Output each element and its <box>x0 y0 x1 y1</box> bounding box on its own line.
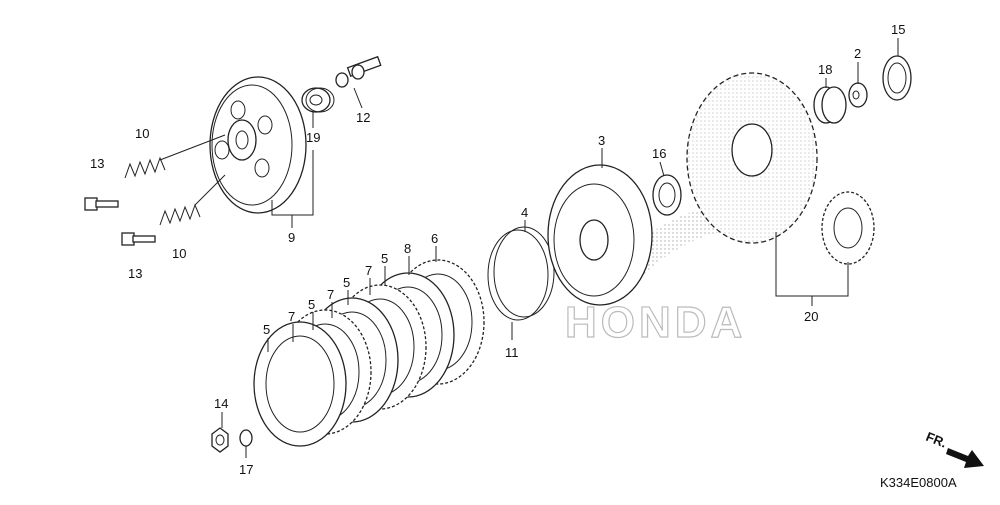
callout-17: 17 <box>239 462 253 477</box>
clutch-spring-upper <box>124 134 226 179</box>
callout-2: 2 <box>854 46 861 61</box>
callout-3: 3 <box>598 133 605 148</box>
front-label: FR. <box>924 429 949 451</box>
callout-14: 14 <box>214 396 228 411</box>
lifter-rod <box>335 55 382 88</box>
clutch-center <box>547 164 653 306</box>
callout-13-lower: 13 <box>128 266 142 281</box>
callout-5-a: 5 <box>381 251 388 266</box>
callout-18: 18 <box>818 62 832 77</box>
callout-12: 12 <box>356 110 370 125</box>
wire-ring <box>487 226 555 321</box>
clutch-plate-stack <box>253 259 485 447</box>
callout-8: 8 <box>404 241 411 256</box>
callout-10-lower: 10 <box>172 246 186 261</box>
callout-7-c: 7 <box>288 309 295 324</box>
bolt-lower <box>121 232 156 246</box>
bearing <box>301 87 335 113</box>
primary-driven-gear <box>821 191 875 265</box>
clutch-outer <box>686 72 818 244</box>
callout-11: 11 <box>505 345 519 360</box>
lock-washer <box>239 429 253 447</box>
leader-lines <box>221 38 899 458</box>
pressure-plate <box>209 76 307 214</box>
callout-15: 15 <box>891 22 905 37</box>
callout-16: 16 <box>652 146 666 161</box>
honda-watermark: HONDA <box>565 298 746 347</box>
figure-code: K334E0800A <box>880 475 957 490</box>
lock-nut <box>211 427 229 453</box>
needle-bearing <box>813 86 847 124</box>
arrow-icon <box>946 448 984 468</box>
callout-4: 4 <box>521 205 528 220</box>
collar <box>848 82 868 108</box>
callout-5-b: 5 <box>343 275 350 290</box>
callout-6: 6 <box>431 231 438 246</box>
callout-7-b: 7 <box>327 287 334 302</box>
callout-5-d: 5 <box>263 322 270 337</box>
callout-5-c: 5 <box>308 297 315 312</box>
callout-13-upper: 13 <box>90 156 104 171</box>
callout-9: 9 <box>288 230 295 245</box>
callout-10-upper: 10 <box>135 126 149 141</box>
thrust-washer <box>652 174 682 216</box>
outer-washer <box>882 55 912 101</box>
callout-20: 20 <box>804 309 818 324</box>
bolt-upper <box>84 197 119 211</box>
callout-19: 19 <box>306 130 320 145</box>
callout-7-a: 7 <box>365 263 372 278</box>
clutch-spring-lower <box>159 174 226 226</box>
front-direction-arrow: FR. <box>924 429 984 468</box>
